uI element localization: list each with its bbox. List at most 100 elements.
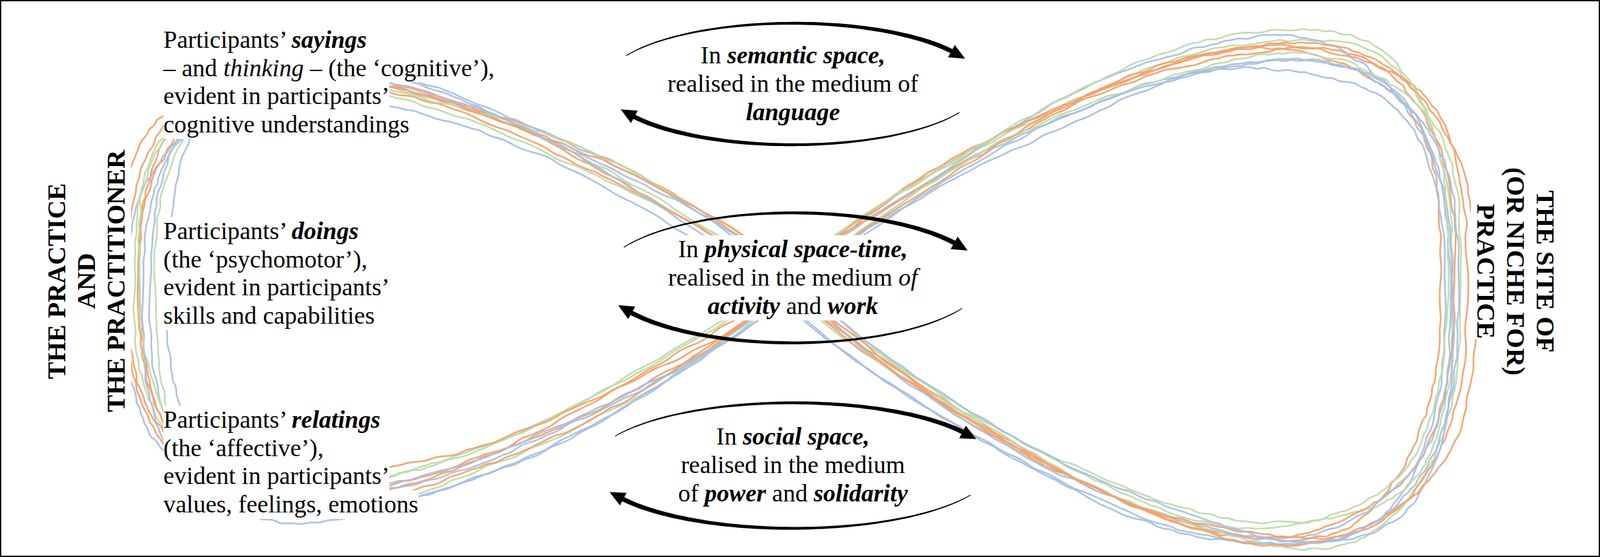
text-run: in — [241, 273, 267, 301]
text-line: PRACTICE — [1470, 204, 1501, 339]
text-run: of — [677, 479, 705, 507]
text-line: In social space, — [716, 422, 870, 451]
text-run: THE — [101, 350, 131, 412]
text-line: evident in participants’ — [163, 82, 390, 111]
text-run: doings — [291, 216, 359, 245]
text-run: Participants’ — [163, 25, 292, 53]
text-run: In — [677, 235, 705, 263]
text-run: solidarity — [813, 479, 908, 507]
text-run: the — [788, 450, 825, 478]
text-run: (the — [328, 54, 373, 82]
text-run: participants’ — [266, 82, 390, 110]
text-run: activity — [707, 291, 786, 319]
arrow-head — [950, 236, 968, 250]
text-line: In physical space-time, — [677, 235, 908, 264]
text-run: ‘psychomotor’), — [207, 245, 368, 273]
text-run: participants’ — [266, 273, 390, 301]
arrow-head — [620, 109, 638, 123]
text-line: Participants’ relatings — [163, 405, 381, 434]
text-line: – and thinking – (the ‘cognitive’), — [163, 54, 495, 83]
text-run: THE — [41, 317, 72, 379]
text-run: thinking — [223, 54, 310, 82]
text-run: PRACTITIONER — [101, 149, 131, 351]
text-run: In — [700, 41, 728, 69]
text-run: and — [182, 54, 224, 82]
text-run: medium — [810, 69, 898, 97]
text-line: language — [745, 98, 841, 127]
text-run: of — [898, 69, 919, 97]
text-line: realised in the medium of — [667, 69, 919, 99]
text-run: sayings — [291, 25, 367, 53]
text-run: OF — [1530, 316, 1560, 353]
text-line: In semantic space, — [700, 41, 886, 70]
text-line: realised in the medium of — [668, 263, 918, 292]
text-run: Participants’ — [163, 405, 292, 433]
text-run: in — [241, 461, 267, 489]
text-run: and — [785, 291, 828, 319]
text-run: and — [221, 301, 263, 329]
loop-strand — [122, 47, 1457, 539]
side-heading: THE SITE OF (OR NICHE FOR) PRACTICE — [1470, 167, 1560, 376]
text-run: realised — [668, 263, 751, 291]
loop-strand — [137, 44, 1469, 539]
text-run: realised — [680, 450, 764, 478]
text-run: PRACTICE — [1471, 204, 1501, 339]
loop-strand — [149, 34, 1452, 540]
text-line: (OR NICHE FOR) — [1500, 167, 1531, 376]
text-run: the — [776, 263, 813, 291]
text-run: feelings, — [238, 490, 329, 518]
text-run: (OR — [1501, 167, 1531, 221]
text-run: (the — [163, 245, 208, 273]
loop-strand — [142, 60, 1455, 544]
text-line: values, feelings, emotions — [163, 490, 419, 519]
node-text: In social space, realised in the medium … — [677, 422, 908, 507]
text-run: in — [749, 69, 775, 97]
text-run: language — [745, 98, 841, 126]
text-run: evident — [163, 461, 242, 489]
text-run: medium — [824, 450, 906, 478]
text-run: – — [309, 54, 329, 82]
arrow-head — [609, 491, 627, 505]
text-line: skills and capabilities — [163, 301, 375, 330]
text-run: space, — [823, 41, 886, 69]
text-line: THE PRACTICE — [41, 182, 72, 379]
text-line: evident in participants’ — [163, 461, 390, 491]
text-run: semantic — [727, 41, 824, 69]
text-run: of — [898, 263, 919, 291]
text-run: understandings — [260, 110, 410, 138]
text-line: AND — [71, 253, 102, 310]
text-line: realised in the medium — [680, 450, 905, 480]
loop-strand — [125, 67, 1446, 547]
arrow-head — [617, 304, 635, 319]
loop-strand — [133, 39, 1454, 524]
text-line: (the ‘psychomotor’), — [163, 245, 368, 274]
domain-text: Participants’ doings (the ‘psychomotor’)… — [163, 216, 390, 330]
arrow-head — [947, 45, 965, 59]
text-run: in — [763, 450, 789, 478]
text-run: physical — [704, 235, 794, 263]
node-text: In semantic space, realised in the mediu… — [667, 41, 919, 126]
text-line: of power and solidarity — [677, 479, 908, 508]
loop-strand — [138, 47, 1442, 541]
text-run: values, — [163, 490, 239, 518]
side-heading: THE PRACTICE AND THE PRACTITIONER — [41, 149, 132, 412]
text-run: the — [775, 69, 812, 97]
loop-strand — [154, 52, 1462, 550]
text-run: FOR) — [1501, 311, 1531, 376]
text-line: THE SITE OF — [1530, 189, 1560, 352]
domain-text: Participants’ sayings – and thinking – (… — [163, 25, 495, 139]
text-run: Participants’ — [163, 216, 292, 245]
text-run: evident — [163, 82, 242, 110]
text-line: Participants’ doings — [163, 216, 359, 246]
arrow-head — [959, 424, 977, 439]
text-line: cognitive understandings — [163, 110, 410, 139]
text-line: activity and work — [707, 291, 879, 321]
loop-strands — [122, 29, 1477, 550]
text-line: (the ‘affective’), — [163, 433, 324, 463]
text-run: capabilities — [262, 301, 375, 329]
text-run: In — [716, 422, 743, 450]
text-run: skills — [163, 301, 222, 329]
loop-strand — [138, 29, 1449, 529]
text-run: work — [827, 291, 879, 319]
